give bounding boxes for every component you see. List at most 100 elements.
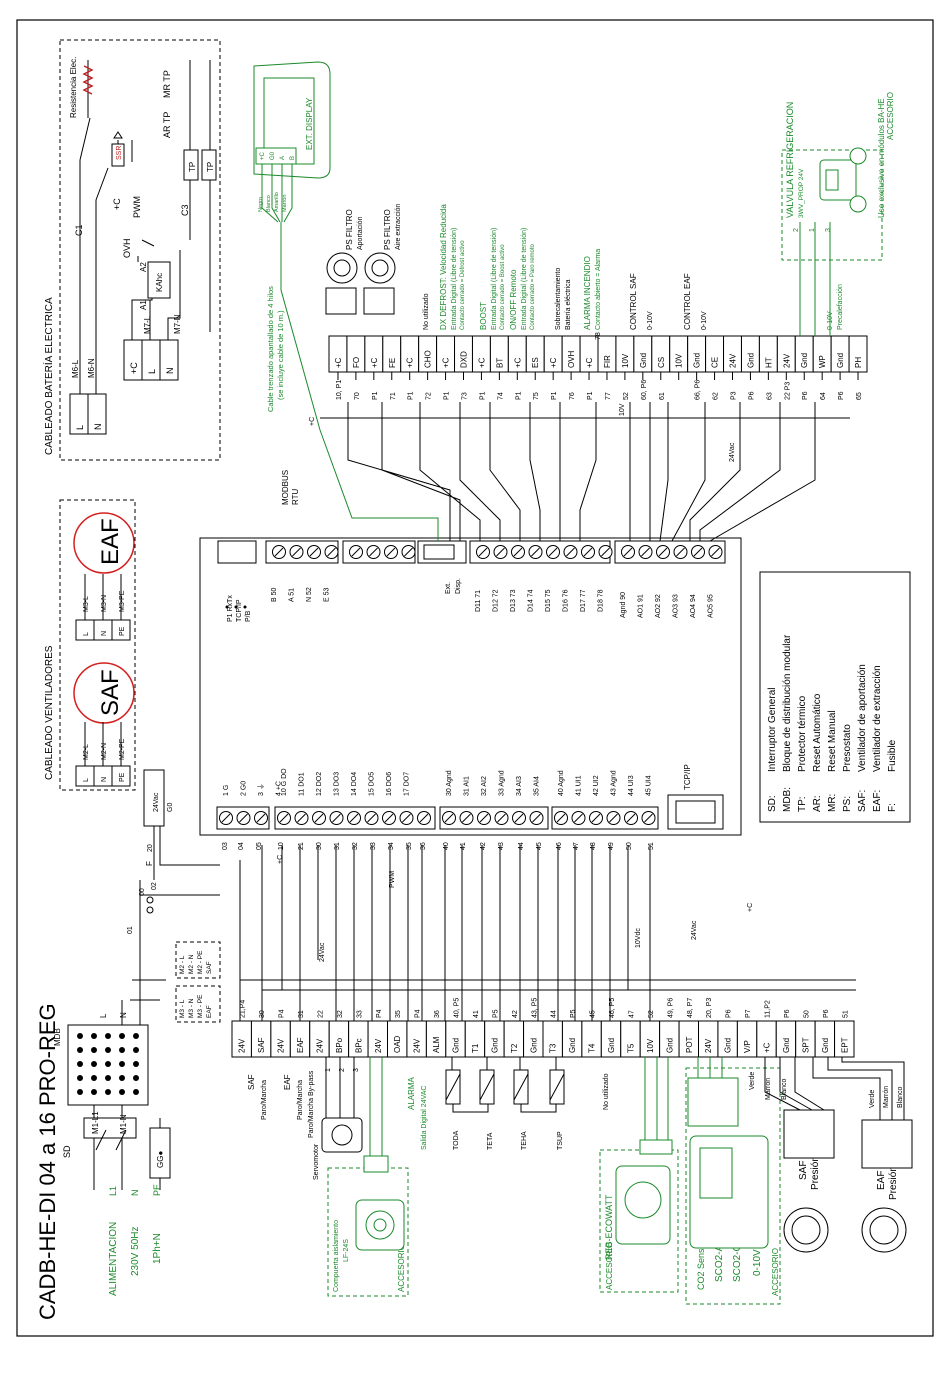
supply-lbl-n: N [119, 1012, 128, 1018]
do-label: 17 DO7 [404, 772, 411, 796]
bottom-label: ACCESORIO [397, 1244, 406, 1292]
comm-terminal-label: E 53 [324, 587, 331, 602]
top-terminal-label: CS [657, 357, 666, 368]
top-terminal-strip: +C10, P1FO70+CP1FE71+CP1CHO72+CP1DXD73+C… [309, 92, 895, 542]
battery-m7l: M7-L [143, 315, 152, 334]
bottom-terminal-wire: P4 [279, 1009, 286, 1018]
bottom-terminal-label: 10V [646, 1038, 655, 1053]
bottom-label: TODA [453, 1130, 460, 1150]
display-pin: A [280, 156, 286, 160]
supply-l1: L1 [108, 1186, 118, 1196]
top-terminal-label: Gnd [746, 353, 755, 368]
top-terminal-wire: 60, P6 [641, 380, 648, 400]
bottom-label: 24Vac [319, 942, 326, 962]
bottom-label: Verde [749, 1072, 756, 1090]
supply-lbl-l: L [99, 1013, 108, 1018]
bottom-terminal-wire: 32 [337, 1010, 344, 1018]
top-terminal-label: CHO [424, 350, 433, 368]
battery-a2: A2 [139, 262, 148, 272]
saf-label: SAF [97, 669, 124, 716]
di-label: D13 73 [510, 589, 517, 612]
comm-terminal-label: A 51 [289, 588, 296, 602]
top-terminal-label: 24V [782, 353, 791, 368]
battery-m6l: M6-L [71, 359, 80, 378]
supply-f: F [145, 861, 154, 866]
bottom-terminal-wire: P4 [376, 1009, 383, 1018]
bottom-wire-number: 42 [480, 842, 487, 850]
servo-pin: 3 [353, 1068, 360, 1072]
bottom-terminal-wire: 48, P7 [687, 998, 694, 1018]
bottom-wire-number: 41 [460, 842, 467, 850]
bottom-label: SAF [798, 1161, 809, 1180]
top-terminal-label: Gnd [693, 353, 702, 368]
bottom-wire-number: 50 [626, 842, 633, 850]
top-label: 78 [595, 332, 602, 340]
legend-value: Reset Manual [827, 710, 838, 772]
ai-label: 34 AI3 [516, 776, 523, 796]
legend-box [759, 571, 911, 823]
bottom-terminal-label: Gnd [724, 1038, 733, 1053]
bottom-terminal-label: T4 [588, 1043, 597, 1053]
bottom-wire-number: 05 [256, 842, 263, 850]
bottom-label: Servomotor [313, 1143, 320, 1180]
saf-term: L [83, 778, 90, 782]
fan-title: CABLEADO VENTILADORES [44, 645, 55, 780]
power-label: 3 ⏚ [257, 783, 265, 796]
battery-a1: A1 [139, 300, 148, 310]
top-terminal-label: WP [818, 355, 827, 368]
bottom-terminal-label: SPT [801, 1037, 810, 1053]
bottom-terminal-label: 24V [315, 1038, 324, 1053]
bottom-label: TETA [487, 1132, 494, 1150]
ao-label: AO1 91 [638, 594, 645, 618]
di-label: D17 77 [580, 589, 587, 612]
bottom-terminal-label: V/P [743, 1040, 752, 1053]
top-label: PS FILTRO [345, 209, 354, 250]
bottom-terminal-wire: 35 [395, 1010, 402, 1018]
saf-side-box [175, 941, 221, 979]
top-label: VALVULA REFRIGERACION [785, 102, 795, 218]
bottom-label: PWM [389, 871, 396, 888]
battery-m7n: M7-N [173, 314, 182, 334]
tp-ar [183, 149, 199, 181]
di-label: D15 75 [545, 589, 552, 612]
ps-filter-supply-icon [325, 252, 358, 315]
eaf-wire-label: M3-PE [119, 590, 126, 612]
top-terminal-label: 10V [621, 353, 630, 368]
battery-res: Resistencia Elec. [69, 57, 78, 118]
bottom-terminal-label: Gnd [568, 1038, 577, 1053]
bottom-label: Paro/Marcha By-pass [308, 1070, 315, 1138]
top-label: ON/OFF Remoto [509, 269, 518, 330]
ao-label: AO4 94 [690, 594, 697, 618]
top-terminal-label: PH [854, 357, 863, 368]
bottom-wire-number: 51 [648, 842, 655, 850]
supply-w01: 01 [127, 926, 134, 934]
bottom-terminal-wire: P5 [492, 1009, 499, 1018]
top-label: PS FILTRO [383, 209, 392, 250]
mdb-dots [77, 1033, 139, 1095]
bottom-terminal-wire: 44 [551, 1010, 558, 1018]
bottom-label: Presión [810, 1156, 821, 1190]
cable-note: Cable trenzado apantallado de 4 hilos [266, 286, 275, 412]
bottom-terminal-wire: 30 [259, 1010, 266, 1018]
bottom-terminal [834, 1020, 855, 1058]
bottom-label: SAF [247, 1074, 256, 1090]
bottom-terminal-label: 24V [704, 1038, 713, 1053]
bottom-label: Verde [869, 1090, 876, 1108]
supply-trafog0: G0 [167, 803, 174, 812]
supply-w20: 20 [147, 844, 154, 852]
bottom-terminal-label: T3 [549, 1043, 558, 1053]
battery-title: CABLEADO BATERÍA ELECTRICA [42, 297, 55, 455]
display-wire-color: Marrón [282, 195, 288, 212]
top-terminal-label: 10V [675, 353, 684, 368]
ai-label: 31 AI1 [464, 776, 471, 796]
saf-side-label: M2 - N [188, 954, 195, 974]
display-wire-color: Blanco [266, 195, 272, 212]
saf-wire-label: M2-N [101, 743, 108, 760]
legend-key: MR: [827, 794, 838, 812]
top-terminal-label: Gnd [639, 353, 648, 368]
power-label: 1 G [223, 785, 230, 796]
